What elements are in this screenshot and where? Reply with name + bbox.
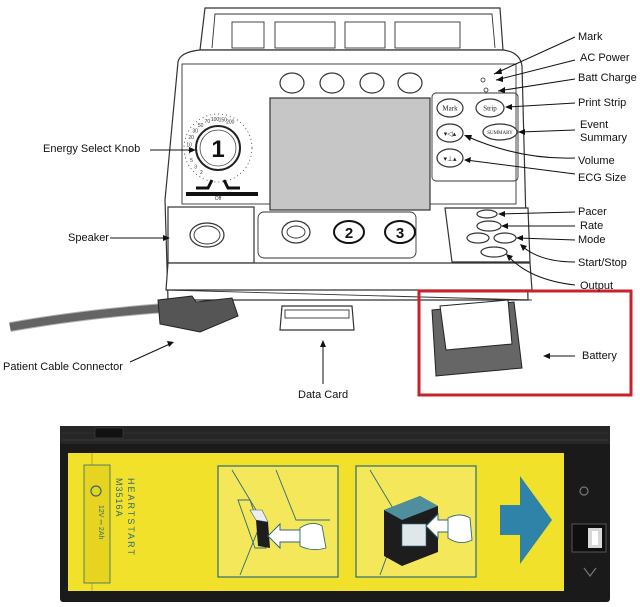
dial-mark: 150 — [219, 117, 228, 123]
display-screen — [269, 97, 431, 211]
strip-button[interactable] — [475, 98, 505, 118]
defibrillator-device: Mark Strip ▾◁▴ SUMMARY ▾⊥▴ 1 23571020305… — [9, 7, 533, 377]
summary-button-label: SUMMARY — [487, 131, 513, 136]
label-battery: Battery — [582, 350, 617, 362]
button-2-label: 2 — [345, 225, 353, 242]
rate-button[interactable] — [476, 220, 502, 232]
battery-rating: 12V ⎓ 2Ah — [97, 505, 104, 539]
dial-mark: 200 — [226, 120, 235, 126]
dial-mark: 3 — [194, 165, 197, 171]
dial-mark: 30 — [192, 128, 198, 134]
ac-power-indicator — [480, 77, 486, 83]
release-icon — [579, 486, 589, 496]
chevron-down-icon — [583, 567, 597, 577]
dial-mark: 20 — [188, 135, 194, 141]
label-speaker: Speaker — [68, 232, 109, 244]
label-rate: Rate — [580, 220, 603, 232]
speaker-grille — [189, 222, 225, 248]
label-energy-select-knob: Energy Select Knob — [43, 143, 140, 155]
dial-mark: 5 — [190, 158, 193, 164]
svg-text:▾◁▴: ▾◁▴ — [444, 130, 457, 138]
strip-button-label: Strip — [483, 105, 497, 113]
label-ac-power: AC Power — [580, 52, 630, 64]
label-volume: Volume — [578, 155, 615, 167]
label-summary: Summary — [580, 132, 628, 144]
callout-lines — [110, 36, 576, 384]
batt-charge-indicator — [483, 87, 489, 93]
dial-mark: 50 — [198, 123, 204, 129]
dial-mark: 100 — [211, 117, 220, 123]
label-data-card: Data Card — [298, 389, 348, 401]
patient-cable — [9, 304, 166, 331]
patient-cable-connector — [157, 295, 239, 333]
label-mark: Mark — [578, 31, 603, 43]
label-patient-cable-connector: Patient Cable Connector — [3, 361, 123, 373]
svg-text:▾⊥▴: ▾⊥▴ — [443, 155, 457, 163]
label-output: Output — [580, 280, 613, 292]
battery-brand: HEARTSTART — [126, 478, 136, 557]
mark-button-label: Mark — [442, 105, 458, 113]
volume-button[interactable] — [436, 123, 464, 143]
label-ecg-size: ECG Size — [578, 172, 626, 184]
button-2[interactable] — [333, 220, 365, 244]
callout-labels: Mark AC Power Batt Charge Print Strip Ev… — [3, 31, 637, 401]
dial-mark: 7 — [188, 150, 191, 156]
label-event: Event — [580, 119, 608, 131]
mark-button[interactable] — [436, 98, 464, 118]
label-start-stop: Start/Stop — [578, 257, 627, 269]
mode-button[interactable] — [493, 232, 517, 244]
button-3-label: 3 — [396, 225, 404, 242]
dial-mark: 70 — [205, 119, 211, 125]
battery-model: M3516A — [114, 478, 124, 518]
label-mode: Mode — [578, 234, 606, 246]
summary-button[interactable] — [482, 123, 518, 141]
dial-off-label: Off — [215, 196, 222, 202]
pacer-button[interactable] — [476, 209, 498, 219]
battery-photo: HEARTSTART M3516A 12V ⎓ 2Ah — [60, 426, 610, 602]
button-3[interactable] — [384, 220, 416, 244]
dial-mark: 2 — [200, 170, 203, 176]
knob-number: 1 — [211, 136, 224, 163]
dial-mark: 10 — [186, 143, 192, 149]
instruction-panel-1 — [217, 465, 339, 578]
label-batt-charge: Batt Charge — [578, 72, 637, 84]
battery-highlight-box — [417, 289, 633, 397]
label-print-strip: Print Strip — [578, 97, 626, 109]
ecg-size-button[interactable] — [436, 148, 464, 168]
insert-direction-arrow-icon — [500, 476, 552, 564]
start-stop-button[interactable] — [480, 246, 508, 258]
label-pacer: Pacer — [578, 206, 607, 218]
